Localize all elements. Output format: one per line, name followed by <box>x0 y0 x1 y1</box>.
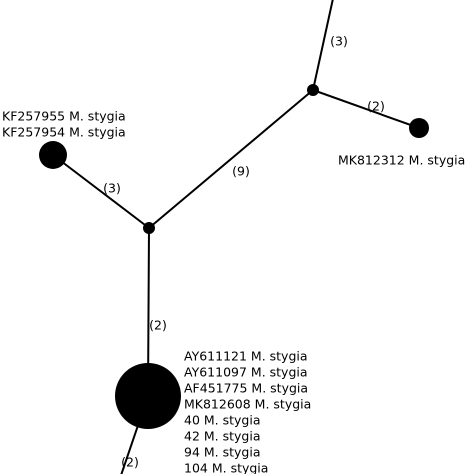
haplotype-label-h_main: 40 M. stygia <box>184 413 261 428</box>
haplotype-label-h_kf: KF257954 M. stygia <box>2 125 126 140</box>
mutation-count-e_main: (2) <box>149 318 167 333</box>
haplotype-label-h_main: 42 M. stygia <box>184 429 261 444</box>
edge-h_top-mv1 <box>312 0 334 91</box>
median-vector-mv2 <box>143 222 155 234</box>
haplotype-node-h_mk812312 <box>409 118 429 138</box>
mutation-count-e_top: (3) <box>330 34 348 49</box>
haplotype-label-h_main: 94 M. stygia <box>184 445 261 460</box>
haplotype-label-h_mk812312: MK812312 M. stygia <box>338 153 465 168</box>
haplotype-label-h_main: AY611097 M. stygia <box>184 365 308 380</box>
mutation-count-e_mk: (2) <box>367 99 385 114</box>
haplotype-label-h_kf: KF257955 M. stygia <box>2 109 126 124</box>
haplotype-label-h_main: AY611121 M. stygia <box>184 349 308 364</box>
network-nodes <box>39 84 429 429</box>
mutation-count-e_bottom: (2) <box>121 455 139 470</box>
haplotype-label-h_main: AF451775 M. stygia <box>184 381 308 396</box>
mutation-count-e_mid: (9) <box>232 164 250 179</box>
mutation-count-e_kf: (3) <box>103 181 121 196</box>
edge-mv1-h_mk812312 <box>312 89 420 129</box>
edge-mv2-h_kf <box>52 154 150 229</box>
haplotype-label-h_main: 104 M. stygia <box>184 461 268 474</box>
median-vector-mv1 <box>307 84 319 96</box>
haplotype-label-h_main: MK812608 M. stygia <box>184 397 311 412</box>
edge-mv1-mv2 <box>148 89 314 229</box>
haplotype-node-h_kf <box>39 141 67 169</box>
network-labels: (3) (2) (9) (3) (2) (2) KF257955 M. stygiaKF25… <box>2 34 465 474</box>
haplotype-node-h_main <box>115 363 181 429</box>
